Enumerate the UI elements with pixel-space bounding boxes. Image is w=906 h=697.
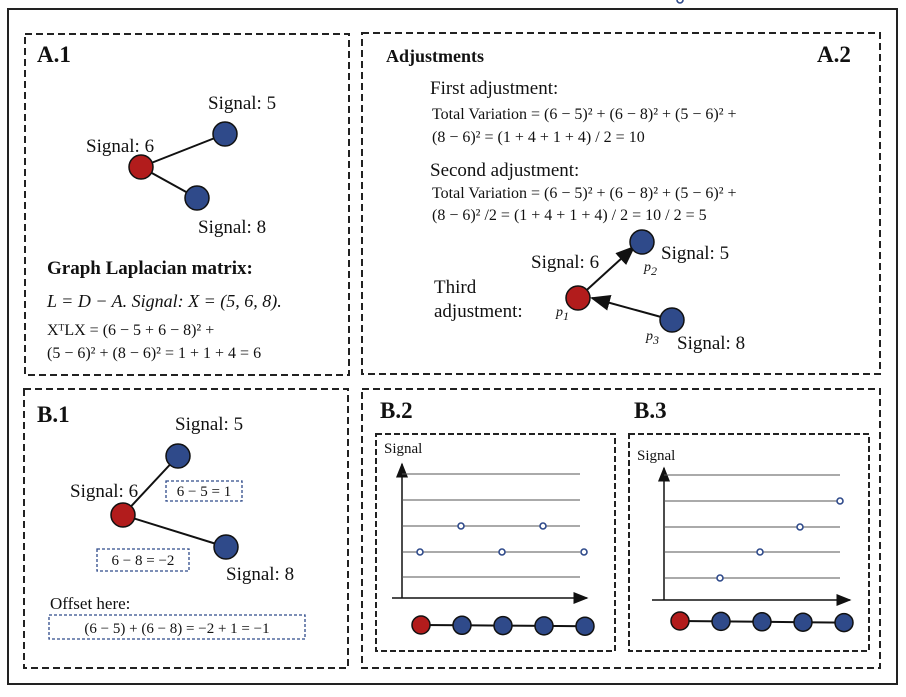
a2-second-label: Second adjustment: (430, 160, 579, 181)
a2-first-label: First adjustment: (430, 78, 558, 99)
b3-grid (664, 475, 840, 578)
b2-data-point (581, 549, 587, 555)
b1-label-signal-6: Signal: 6 (70, 481, 138, 502)
b3-chain-node-blue (712, 612, 730, 630)
a2-node-p3 (660, 308, 684, 332)
b3-points (677, 0, 843, 581)
b1-offset-label: Offset here: (50, 594, 130, 613)
a2-label-p2: p2 (643, 260, 657, 278)
b2-data-point (458, 523, 464, 529)
a2-label-signal-5: Signal: 5 (661, 243, 729, 264)
a1-label-signal-8: Signal: 8 (198, 217, 266, 238)
a2-node-p1 (566, 286, 590, 310)
a1-label-signal-5: Signal: 5 (208, 93, 276, 114)
b2-grid (402, 474, 580, 577)
a1-xtlx-line2: (5 − 6)² + (8 − 6)² = 1 + 1 + 4 = 6 (47, 345, 261, 362)
b2-chain-node-blue (576, 617, 594, 635)
a2-second-line1: Total Variation = (6 − 5)² + (6 − 8)² + … (432, 185, 737, 202)
panel-b2: B.2 Signal (376, 398, 615, 651)
b2-axis-label: Signal (384, 441, 422, 457)
b2-header: B.2 (380, 398, 413, 423)
a1-node-blue-8 (185, 186, 209, 210)
b3-chain-node-blue (794, 613, 812, 631)
a2-header: A.2 (817, 42, 851, 67)
b2-node-chain (412, 616, 594, 635)
a1-label-signal-6: Signal: 6 (86, 136, 154, 157)
b3-data-point (677, 0, 683, 3)
b2-chain-node-blue (494, 617, 512, 635)
panel-a1: A.1 Signal: 6 Signal: 5 Signal: 8 Graph … (37, 42, 282, 362)
a2-node-p2 (630, 230, 654, 254)
a1-xtlx-line1: XᵀLX = (6 − 5 + 6 − 8)² + (47, 322, 214, 339)
b2-points (417, 523, 587, 555)
b3-inner-border (629, 434, 869, 651)
b3-header: B.3 (634, 398, 667, 423)
b3-axis-label: Signal (637, 448, 675, 464)
panel-b1: B.1 Signal: 5 Signal: 6 Signal: 8 6 − 5 … (37, 402, 305, 639)
b1-header: B.1 (37, 402, 70, 427)
b2-chain-node-blue (453, 616, 471, 634)
a1-node-red (129, 155, 153, 179)
a2-first-line1: Total Variation = (6 − 5)² + (6 − 8)² + … (432, 106, 737, 123)
b1-box-top-text: 6 − 5 = 1 (177, 484, 231, 500)
b3-data-point (797, 524, 803, 530)
b2-data-point (499, 549, 505, 555)
a2-label-signal-6: Signal: 6 (531, 252, 599, 273)
b2-chain-node-red (412, 616, 430, 634)
b1-node-blue-8 (214, 535, 238, 559)
b1-node-red (111, 503, 135, 527)
b3-chain-node-red (671, 612, 689, 630)
a2-label-signal-8: Signal: 8 (677, 333, 745, 354)
b2-data-point (417, 549, 423, 555)
b3-data-point (837, 498, 843, 504)
a2-first-line2: (8 − 6)² = (1 + 4 + 1 + 4) / 2 = 10 (432, 129, 645, 146)
panel-a2: Adjustments A.2 First adjustment: Total … (386, 42, 851, 354)
b1-label-signal-8: Signal: 8 (226, 564, 294, 585)
a1-laplacian-title: Graph Laplacian matrix: (47, 258, 253, 279)
a2-label-p3: p3 (645, 329, 659, 347)
b1-offset-formula: (6 − 5) + (6 − 8) = −2 + 1 = −1 (84, 621, 269, 637)
b2-chain-node-blue (535, 617, 553, 635)
b1-edge-6-8 (123, 515, 226, 547)
b3-chain-node-blue (835, 614, 853, 632)
b3-node-chain (671, 612, 853, 632)
b3-data-point (757, 549, 763, 555)
a2-third-label-1: Third (434, 277, 477, 298)
b1-box-bottom-text: 6 − 8 = −2 (112, 553, 175, 569)
b1-label-signal-5: Signal: 5 (175, 414, 243, 435)
b3-chain-node-blue (753, 613, 771, 631)
a1-header: A.1 (37, 42, 71, 67)
b2-data-point (540, 523, 546, 529)
a1-node-blue-5 (213, 122, 237, 146)
b1-node-blue-5 (166, 444, 190, 468)
b3-data-point (717, 575, 723, 581)
a1-laplacian-def: L = D − A. Signal: X = (5, 6, 8). (46, 291, 282, 312)
a2-label-p1: p1 (555, 305, 569, 323)
a2-third-label-2: adjustment: (434, 301, 523, 322)
a2-second-line2: (8 − 6)² /2 = (1 + 4 + 1 + 4) / 2 = 10 /… (432, 207, 707, 224)
a2-title: Adjustments (386, 46, 484, 66)
